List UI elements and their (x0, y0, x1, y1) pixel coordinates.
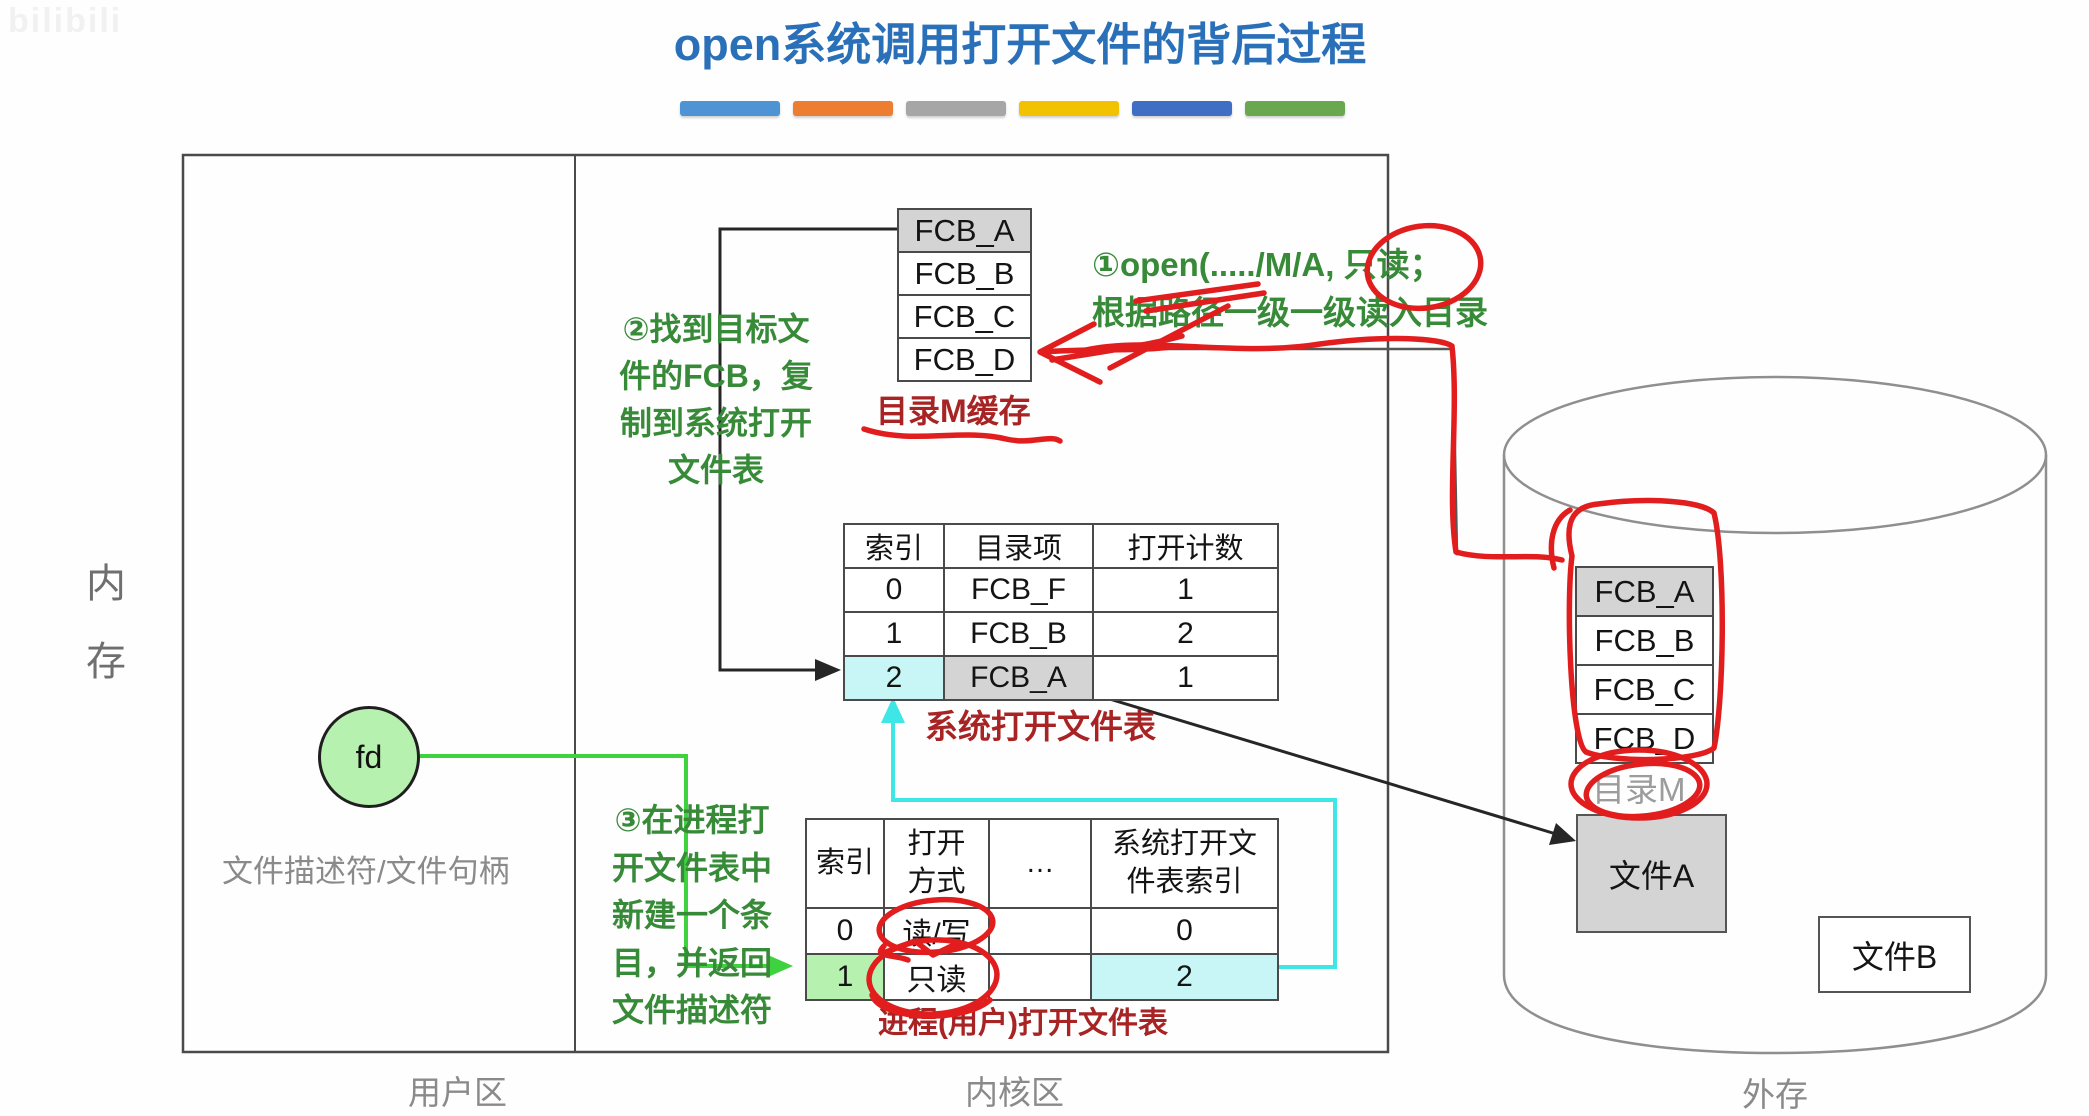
disk-fcb-cell: FCB_D (1575, 713, 1714, 764)
system-table-cell: FCB_B (943, 611, 1094, 657)
system-table-header: 打开计数 (1092, 523, 1279, 569)
title-underline-bars (680, 101, 1358, 121)
system-table-header: 目录项 (943, 523, 1094, 569)
dir-m-label: 目录M (1592, 771, 1686, 808)
system-open-file-table: 索引 目录项 打开计数 0 FCB_F 1 1 FCB_B 2 2 FCB_A … (843, 523, 1279, 701)
process-table-header: 系统打开文 件表索引 (1090, 818, 1279, 909)
page-title: open系统调用打开文件的背后过程 (673, 19, 1367, 70)
process-table-header: 打开 方式 (883, 818, 990, 909)
fd-circle: fd (318, 706, 420, 808)
step2-annotation: ②找到目标文 件的FCB，复 制到系统打开 文件表 (619, 311, 813, 488)
file-a-arrowhead (1549, 823, 1576, 845)
dir-cache-cell: FCB_C (897, 294, 1032, 339)
step3-annotation: ③在进程打 开文件表中 新建一个条 目，并返回 文件描述符 (611, 802, 772, 1028)
bar-gray (906, 101, 1006, 116)
process-table-cell: 读/写 (883, 907, 990, 955)
process-table-cell: 2 (1090, 953, 1279, 1001)
system-table-cell: 2 (1092, 611, 1279, 657)
bar-blue (680, 101, 780, 116)
system-table-caption: 系统打开文件表 (925, 708, 1156, 745)
dir-cache-table: FCB_A FCB_B FCB_C FCB_D (897, 208, 1032, 382)
step1-annotation: ①open(...../M/A, 只读； 根据路径一级一级读入目录 (1092, 246, 1488, 331)
process-table-cell: 1 (805, 953, 885, 1001)
system-table-cell: FCB_F (943, 567, 1094, 613)
system-table-cell: 1 (1092, 655, 1279, 701)
disk-fcb-cell: FCB_B (1575, 615, 1714, 666)
system-table-header: 索引 (843, 523, 945, 569)
process-table-caption: 进程(用户)打开文件表 (878, 1007, 1168, 1040)
dir-cache-caption: 目录M缓存 (876, 393, 1031, 429)
system-table-cell: 1 (843, 611, 945, 657)
process-table-header: 索引 (805, 818, 885, 909)
process-table-cell: 0 (805, 907, 885, 955)
kernel-zone-label: 内核区 (965, 1074, 1064, 1111)
bar-green (1245, 101, 1345, 116)
process-table-header: … (988, 818, 1092, 909)
dir-cache-cell: FCB_A (897, 208, 1032, 253)
bilibili-watermark: bilibili (8, 2, 123, 40)
external-storage-label: 外存 (1742, 1076, 1808, 1113)
process-table-cell (988, 907, 1092, 955)
file-a-box: 文件A (1576, 814, 1727, 933)
disk-fcb-table: FCB_A FCB_B FCB_C FCB_D (1575, 566, 1714, 764)
bar-orange (793, 101, 893, 116)
process-table-cell: 0 (1090, 907, 1279, 955)
dir-cache-cell: FCB_B (897, 251, 1032, 296)
file-b-box: 文件B (1818, 916, 1971, 993)
dir-cache-cell: FCB_D (897, 337, 1032, 382)
system-table-cell: FCB_A (943, 655, 1094, 701)
disk-fcb-cell: FCB_C (1575, 664, 1714, 715)
system-table-cell: 0 (843, 567, 945, 613)
system-table-cell: 2 (843, 655, 945, 701)
system-table-cell: 1 (1092, 567, 1279, 613)
fd-caption: 文件描述符/文件句柄 (222, 854, 510, 889)
bar-darkblue (1132, 101, 1232, 116)
user-zone-label: 用户区 (408, 1074, 507, 1111)
fcb-copy-arrowhead (815, 659, 841, 681)
process-table-cell: 只读 (883, 953, 990, 1001)
process-table-cell (988, 953, 1092, 1001)
bar-yellow (1019, 101, 1119, 116)
memory-label: 内 存 (86, 562, 126, 684)
process-open-file-table: 索引 打开 方式 … 系统打开文 件表索引 0 读/写 0 1 只读 2 (805, 818, 1279, 1001)
disk-fcb-cell: FCB_A (1575, 566, 1714, 617)
